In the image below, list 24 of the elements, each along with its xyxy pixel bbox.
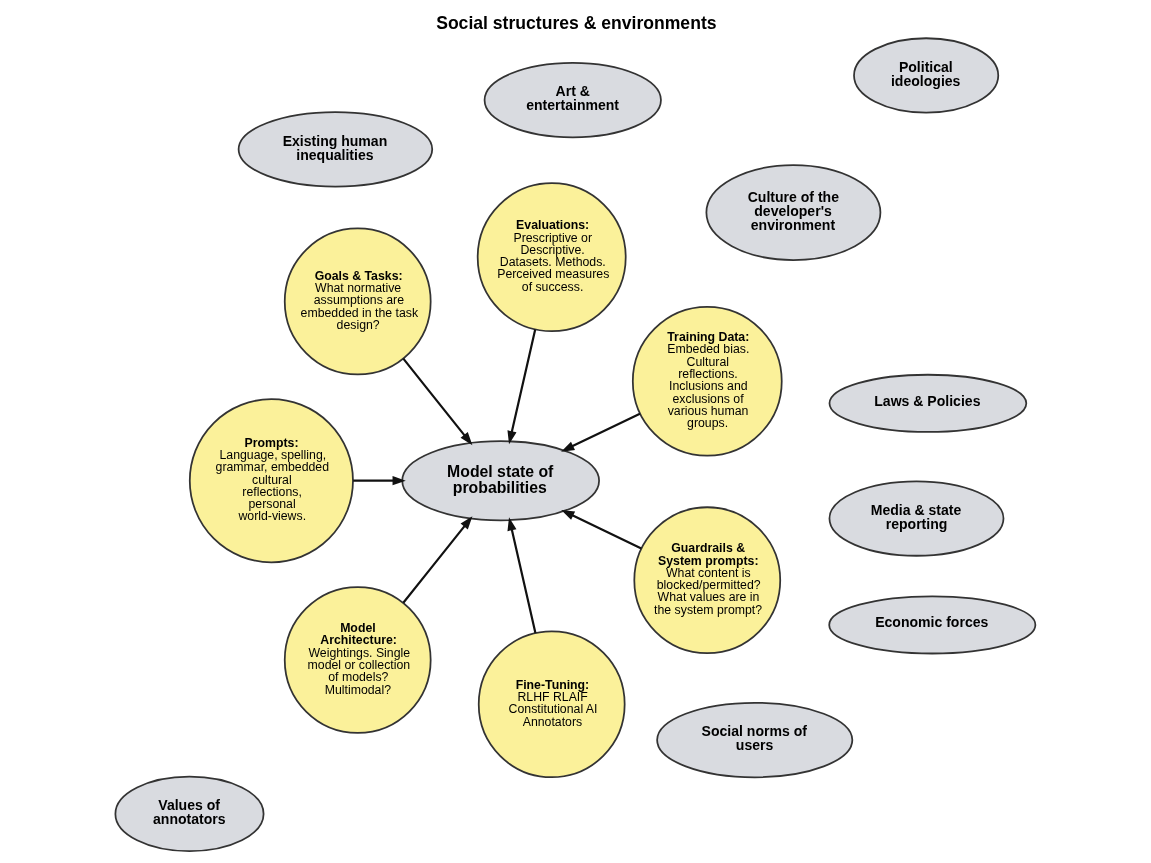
arrow	[507, 329, 537, 445]
arrow	[402, 358, 473, 446]
diagram-title: Social structures & environments	[436, 12, 717, 33]
node-ellipse: Existing human inequalities	[237, 111, 434, 188]
arrow	[402, 516, 473, 604]
node-ellipse: Laws & Policies	[828, 373, 1028, 433]
node-ellipse: Culture of the developer's environment	[705, 164, 882, 261]
arrow	[561, 412, 641, 452]
node-ellipse: Social norms of users	[656, 701, 854, 779]
node-circle: Training Data: Embeded bias. Cultural reflections. Inclusions and exclusions of various human groups.	[631, 305, 783, 457]
arrow	[561, 509, 642, 550]
node-circle: Model Architecture: Weightings. Single model or collection of models? Multimodal?	[283, 586, 432, 734]
node-ellipse: Media & state reporting	[828, 480, 1005, 557]
node-circle: Prompts: Language, spelling, grammar, embedded cultural reflections, personal world-views.	[188, 398, 354, 564]
arrow	[507, 517, 537, 634]
arrow	[353, 476, 406, 486]
node-ellipse: Values of annotators	[114, 775, 265, 852]
node-circle: Goals & Tasks: What normative assumptions are embedded in the task design?	[283, 227, 432, 376]
node-ellipse: Art & entertainment	[483, 62, 662, 139]
node-ellipse: Political ideologies	[853, 37, 1000, 114]
node-circle: Fine-Tuning: RLHF RLAIF Constitutional AI Annotators	[477, 630, 626, 779]
node-ellipse: Economic forces	[828, 595, 1037, 655]
node-circle: Guardrails & System prompts: What content is blocked/permitted? What values are in the system prompt?	[633, 506, 782, 655]
node-circle: Evaluations: Prescriptive or Descriptive. Datasets. Methods. Perceived measures of success.	[476, 182, 627, 333]
